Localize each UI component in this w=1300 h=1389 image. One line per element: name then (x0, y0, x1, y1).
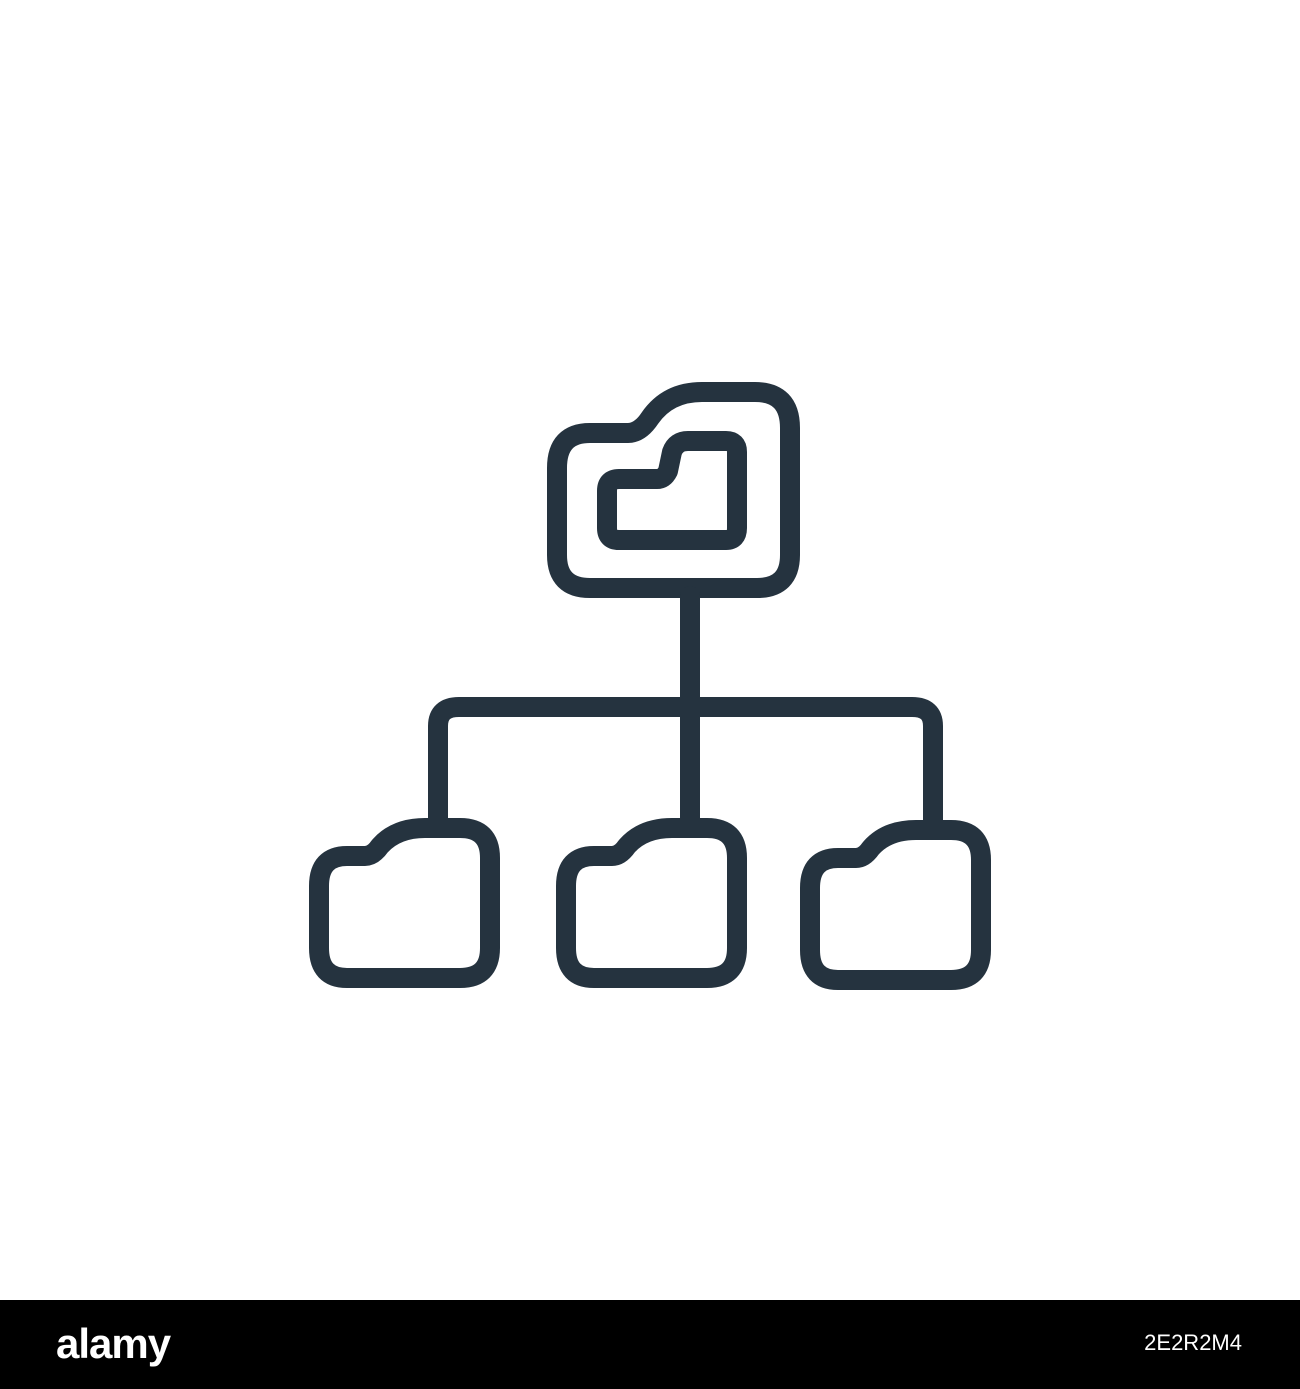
child-folder-right-icon (800, 820, 991, 990)
child-folder-center-icon (556, 818, 747, 988)
watermark-bar (0, 1300, 1300, 1389)
child-folder-left-icon (309, 818, 500, 988)
icon-canvas (309, 382, 991, 990)
brand-logo: alamy (56, 1320, 171, 1367)
root-folder-icon (547, 382, 800, 598)
image-id-label: 2E2R2M4 (1144, 1330, 1242, 1355)
inner-folder-icon (597, 431, 747, 550)
branch-connector (428, 697, 943, 832)
folder-hierarchy-icon (309, 382, 991, 990)
